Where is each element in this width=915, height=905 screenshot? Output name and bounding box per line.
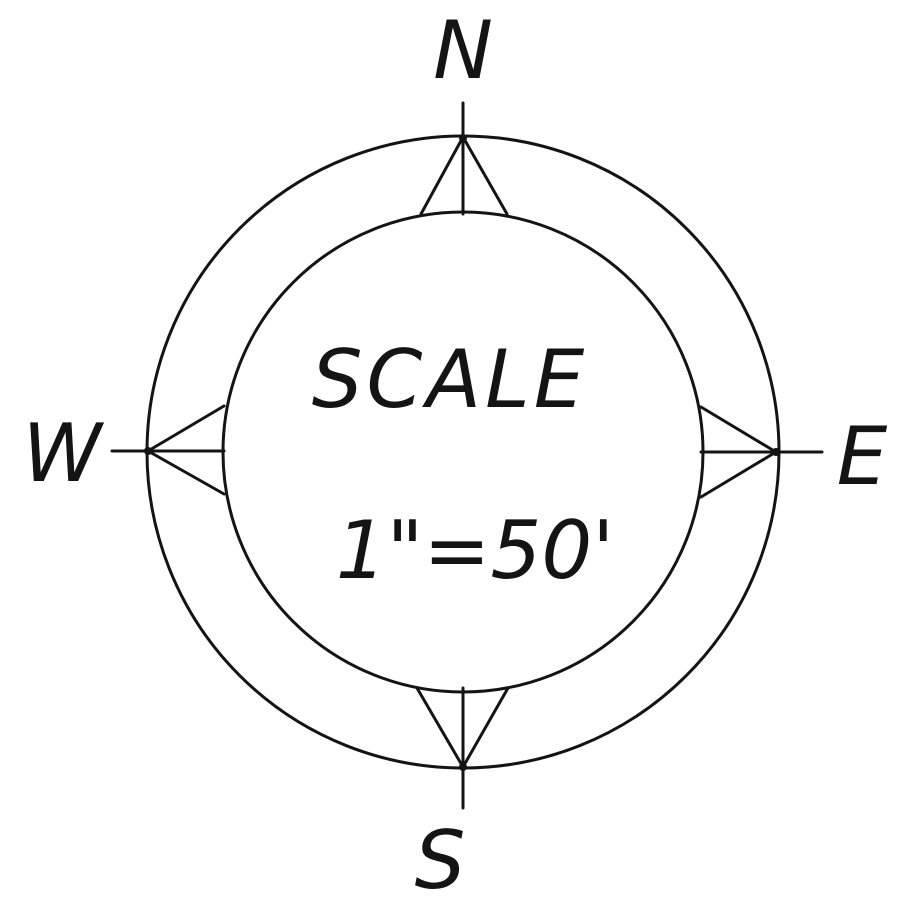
north-vertex-dot: [459, 134, 467, 142]
south-pointer: [415, 686, 510, 810]
south-label: S: [415, 814, 466, 905]
north-pointer: [419, 101, 509, 216]
west-vertex-dot: [144, 447, 152, 455]
east-pointer: [699, 405, 824, 499]
east-vertex-dot: [772, 448, 780, 456]
south-vertex-dot: [459, 763, 467, 771]
west-label: W: [22, 407, 104, 500]
outer-ring: [145, 134, 781, 770]
west-pointer: [110, 404, 226, 496]
north-label: N: [433, 4, 493, 97]
inner-ring: [221, 210, 705, 694]
east-label: E: [837, 410, 888, 503]
scale-value: 1"=50': [336, 504, 615, 597]
scale-title: SCALE: [312, 333, 588, 426]
